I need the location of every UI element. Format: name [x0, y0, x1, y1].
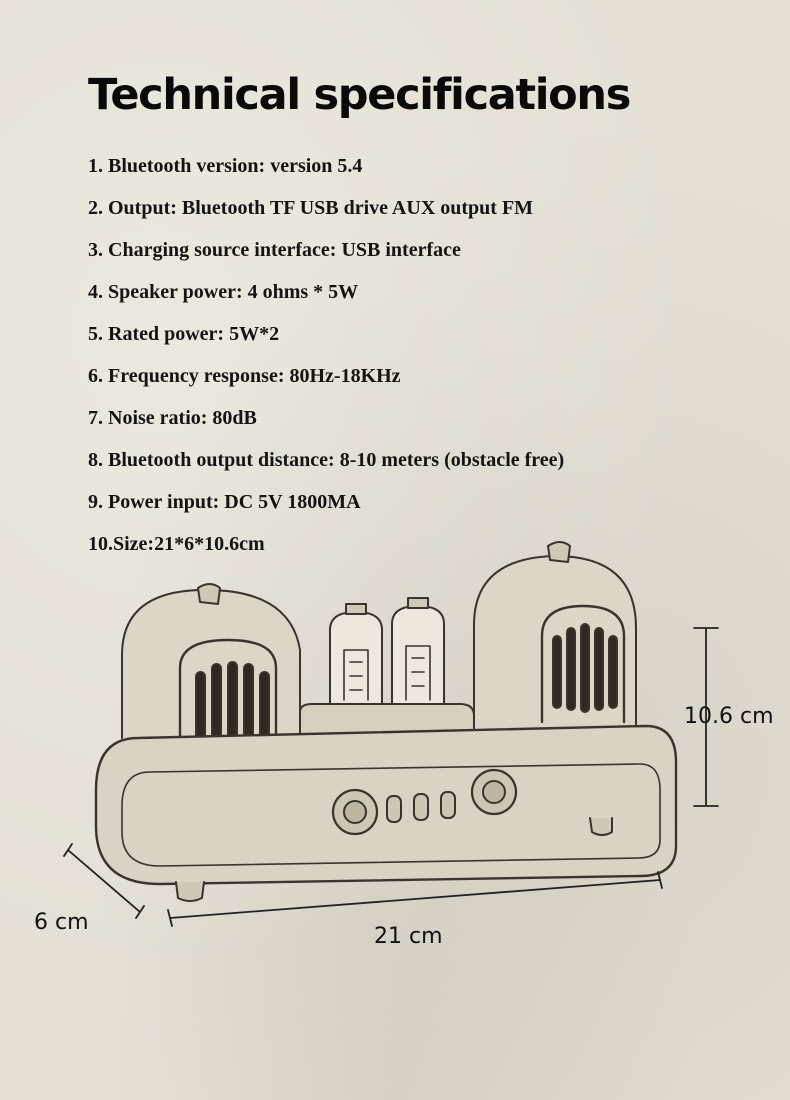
spec-item: 10.Size:21*6*10.6cm — [88, 533, 265, 555]
spec-item: 5. Rated power: 5W*2 — [88, 323, 280, 345]
spec-list: 1. Bluetooth version: version 5.4 2. Out… — [88, 145, 564, 565]
width-dimension-line — [167, 871, 663, 927]
grille-slot — [580, 623, 590, 713]
spec-item: 3. Charging source interface: USB interf… — [88, 239, 461, 261]
base-groove — [121, 763, 661, 867]
spec-item: 2. Output: Bluetooth TF USB drive AUX ou… — [88, 197, 534, 219]
spec-item: 4. Speaker power: 4 ohms * 5W — [88, 281, 359, 303]
right-grille-frame — [540, 604, 626, 724]
width-dimension-label: 21 cm — [374, 924, 443, 949]
spec-item: 7. Noise ratio: 80dB — [88, 407, 257, 429]
left-grille-frame — [178, 638, 278, 762]
speaker-sketch — [63, 541, 719, 927]
grille-slot — [608, 635, 618, 709]
right-knob — [547, 541, 571, 563]
height-dimension-label: 10.6 cm — [684, 704, 774, 729]
grille-slot — [552, 635, 562, 709]
panel-button — [413, 793, 429, 821]
grille-slot — [566, 627, 576, 711]
spec-item: 1. Bluetooth version: version 5.4 — [88, 155, 363, 177]
depth-dimension-line — [63, 843, 145, 919]
left-knob — [197, 583, 221, 605]
grille-slot — [594, 627, 604, 711]
spec-item: 8. Bluetooth output distance: 8-10 meter… — [88, 449, 565, 471]
foot — [589, 817, 613, 836]
height-dimension-line — [693, 627, 719, 807]
tube-tray — [299, 703, 475, 739]
panel-button — [386, 795, 402, 823]
foot — [175, 881, 205, 902]
tube-left — [329, 611, 383, 711]
spec-item: 9. Power input: DC 5V 1800MA — [88, 491, 361, 513]
spec-item: 6. Frequency response: 80Hz-18KHz — [88, 365, 401, 387]
depth-dimension-label: 6 cm — [34, 910, 89, 935]
panel-button — [440, 791, 456, 819]
page-title: Technical specifications — [88, 70, 631, 120]
